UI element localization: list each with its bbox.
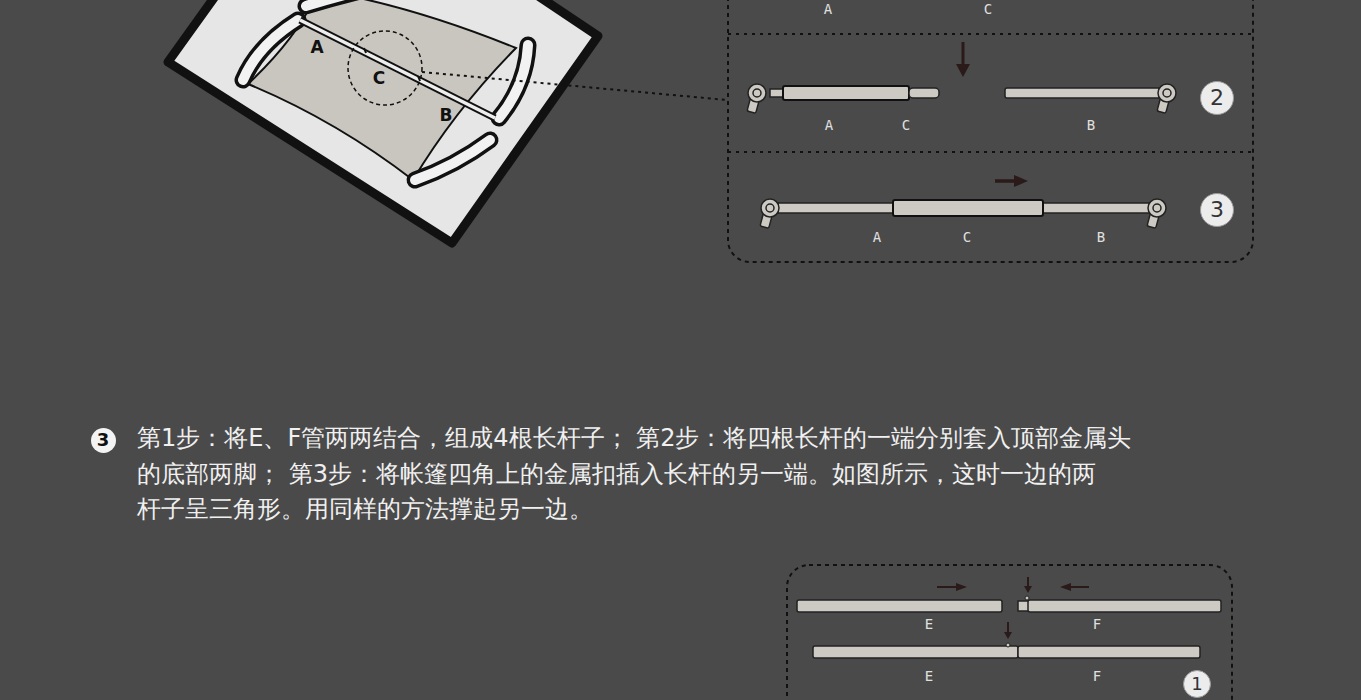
part-letter: F [1093,617,1101,631]
part-letter: E [925,617,933,631]
callout-text: 3 [97,431,110,449]
part-letter: A [310,39,323,56]
part-letter: A [824,2,832,16]
part-letter: C [963,230,971,244]
instruction-text: 的底部两脚； 第3步：将帐篷四角上的金属扣插入长杆的另一端。如图所示，这时一边的… [137,462,1096,486]
part-letter: B [1097,230,1105,244]
callout-text: 2 [1210,87,1224,109]
instruction-text: 杆子呈三角形。用同样的方法撑起另一边。 [137,497,593,521]
part-letter: B [440,107,453,124]
part-letter: C [373,70,385,87]
step-icon: 3 [91,428,116,453]
part-letter: C [902,118,910,132]
steps-panel [728,0,1253,262]
part-letter: F [1093,669,1101,683]
callout-text: 1 [1191,675,1202,693]
instruction-text: 第1步：将E、F管两两结合，组成4根长杆子； 第2步：将四根长杆的一端分别套入顶… [137,426,1131,450]
callout-number: 3 [1200,193,1234,227]
part-letter: C [984,2,992,16]
pole-join-panel [787,565,1232,700]
callout-text: 3 [1210,199,1224,221]
part-letter: B [1087,118,1095,132]
part-letter: A [873,230,881,244]
part-letter: E [925,669,933,683]
callout-number: 1 [1183,670,1211,698]
part-letter: A [825,118,833,132]
tent-figure [168,0,727,243]
callout-number: 2 [1200,81,1234,115]
